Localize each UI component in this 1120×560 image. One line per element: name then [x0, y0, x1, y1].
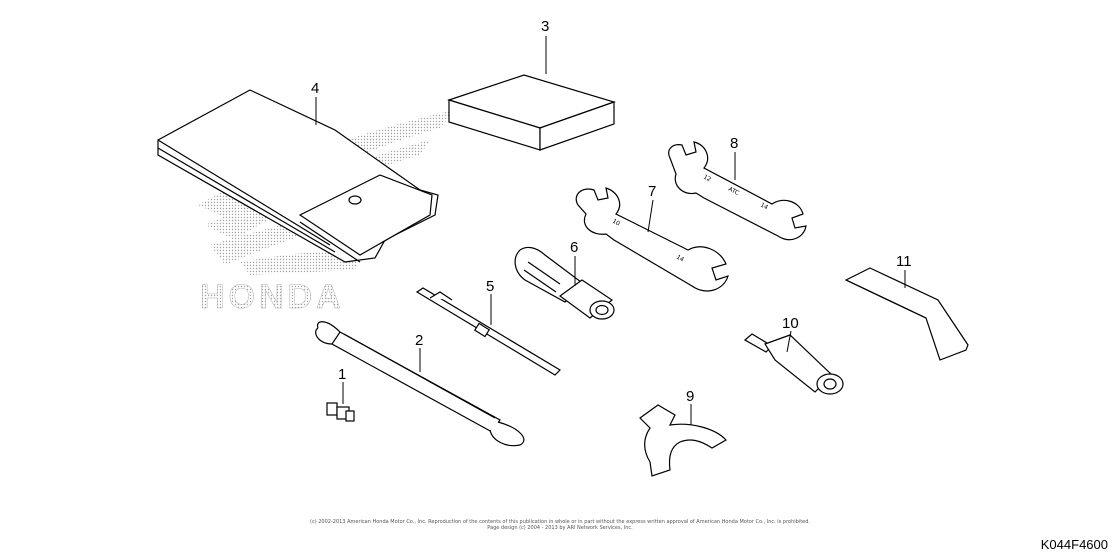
part-6-screwdriver-handle: [514, 246, 615, 320]
part-1-fuse: [326, 402, 355, 422]
part-10-socket-wrench: [743, 333, 844, 395]
part-5-screwdriver-bit: [415, 287, 561, 376]
part-4-tool-bag: [157, 89, 439, 263]
copyright-line-1: (c) 2002-2013 American Honda Motor Co., …: [310, 519, 810, 525]
part-2-handle-bar: [315, 321, 525, 447]
wrench-7-mark-10: 10: [611, 218, 621, 228]
callout-1: 1: [338, 366, 346, 383]
wrench-7-mark-14: 14: [675, 254, 685, 264]
part-9-pin-spanner: [639, 404, 727, 477]
wrench-8-mark-12: 12: [702, 174, 712, 184]
callout-4: 4: [311, 80, 319, 97]
part-7-wrench: 10 14: [575, 187, 729, 292]
callout-9: 9: [686, 388, 694, 405]
copyright-notice: (c) 2002-2013 American Honda Motor Co., …: [240, 519, 880, 531]
wrench-8-mark-14: 14: [759, 202, 769, 212]
part-8-wrench: 12 ATC 14: [668, 141, 807, 241]
wrench-8-mark-atc: ATC: [727, 186, 740, 197]
part-code: K044F4600: [1040, 537, 1108, 552]
callout-3: 3: [541, 18, 549, 35]
leader-lines: [315, 36, 906, 425]
callout-11: 11: [896, 253, 912, 270]
honda-watermark-text: HONDA: [200, 278, 345, 316]
part-3-pad: [447, 74, 616, 151]
callout-7: 7: [648, 183, 656, 200]
callout-2: 2: [415, 332, 423, 349]
part-11-tool: [844, 267, 969, 361]
callout-10: 10: [782, 315, 799, 332]
callout-6: 6: [570, 239, 578, 256]
copyright-line-2: Page design (c) 2004 - 2013 by ARI Netwo…: [487, 525, 633, 531]
callout-8: 8: [730, 135, 738, 152]
callout-5: 5: [486, 278, 494, 295]
